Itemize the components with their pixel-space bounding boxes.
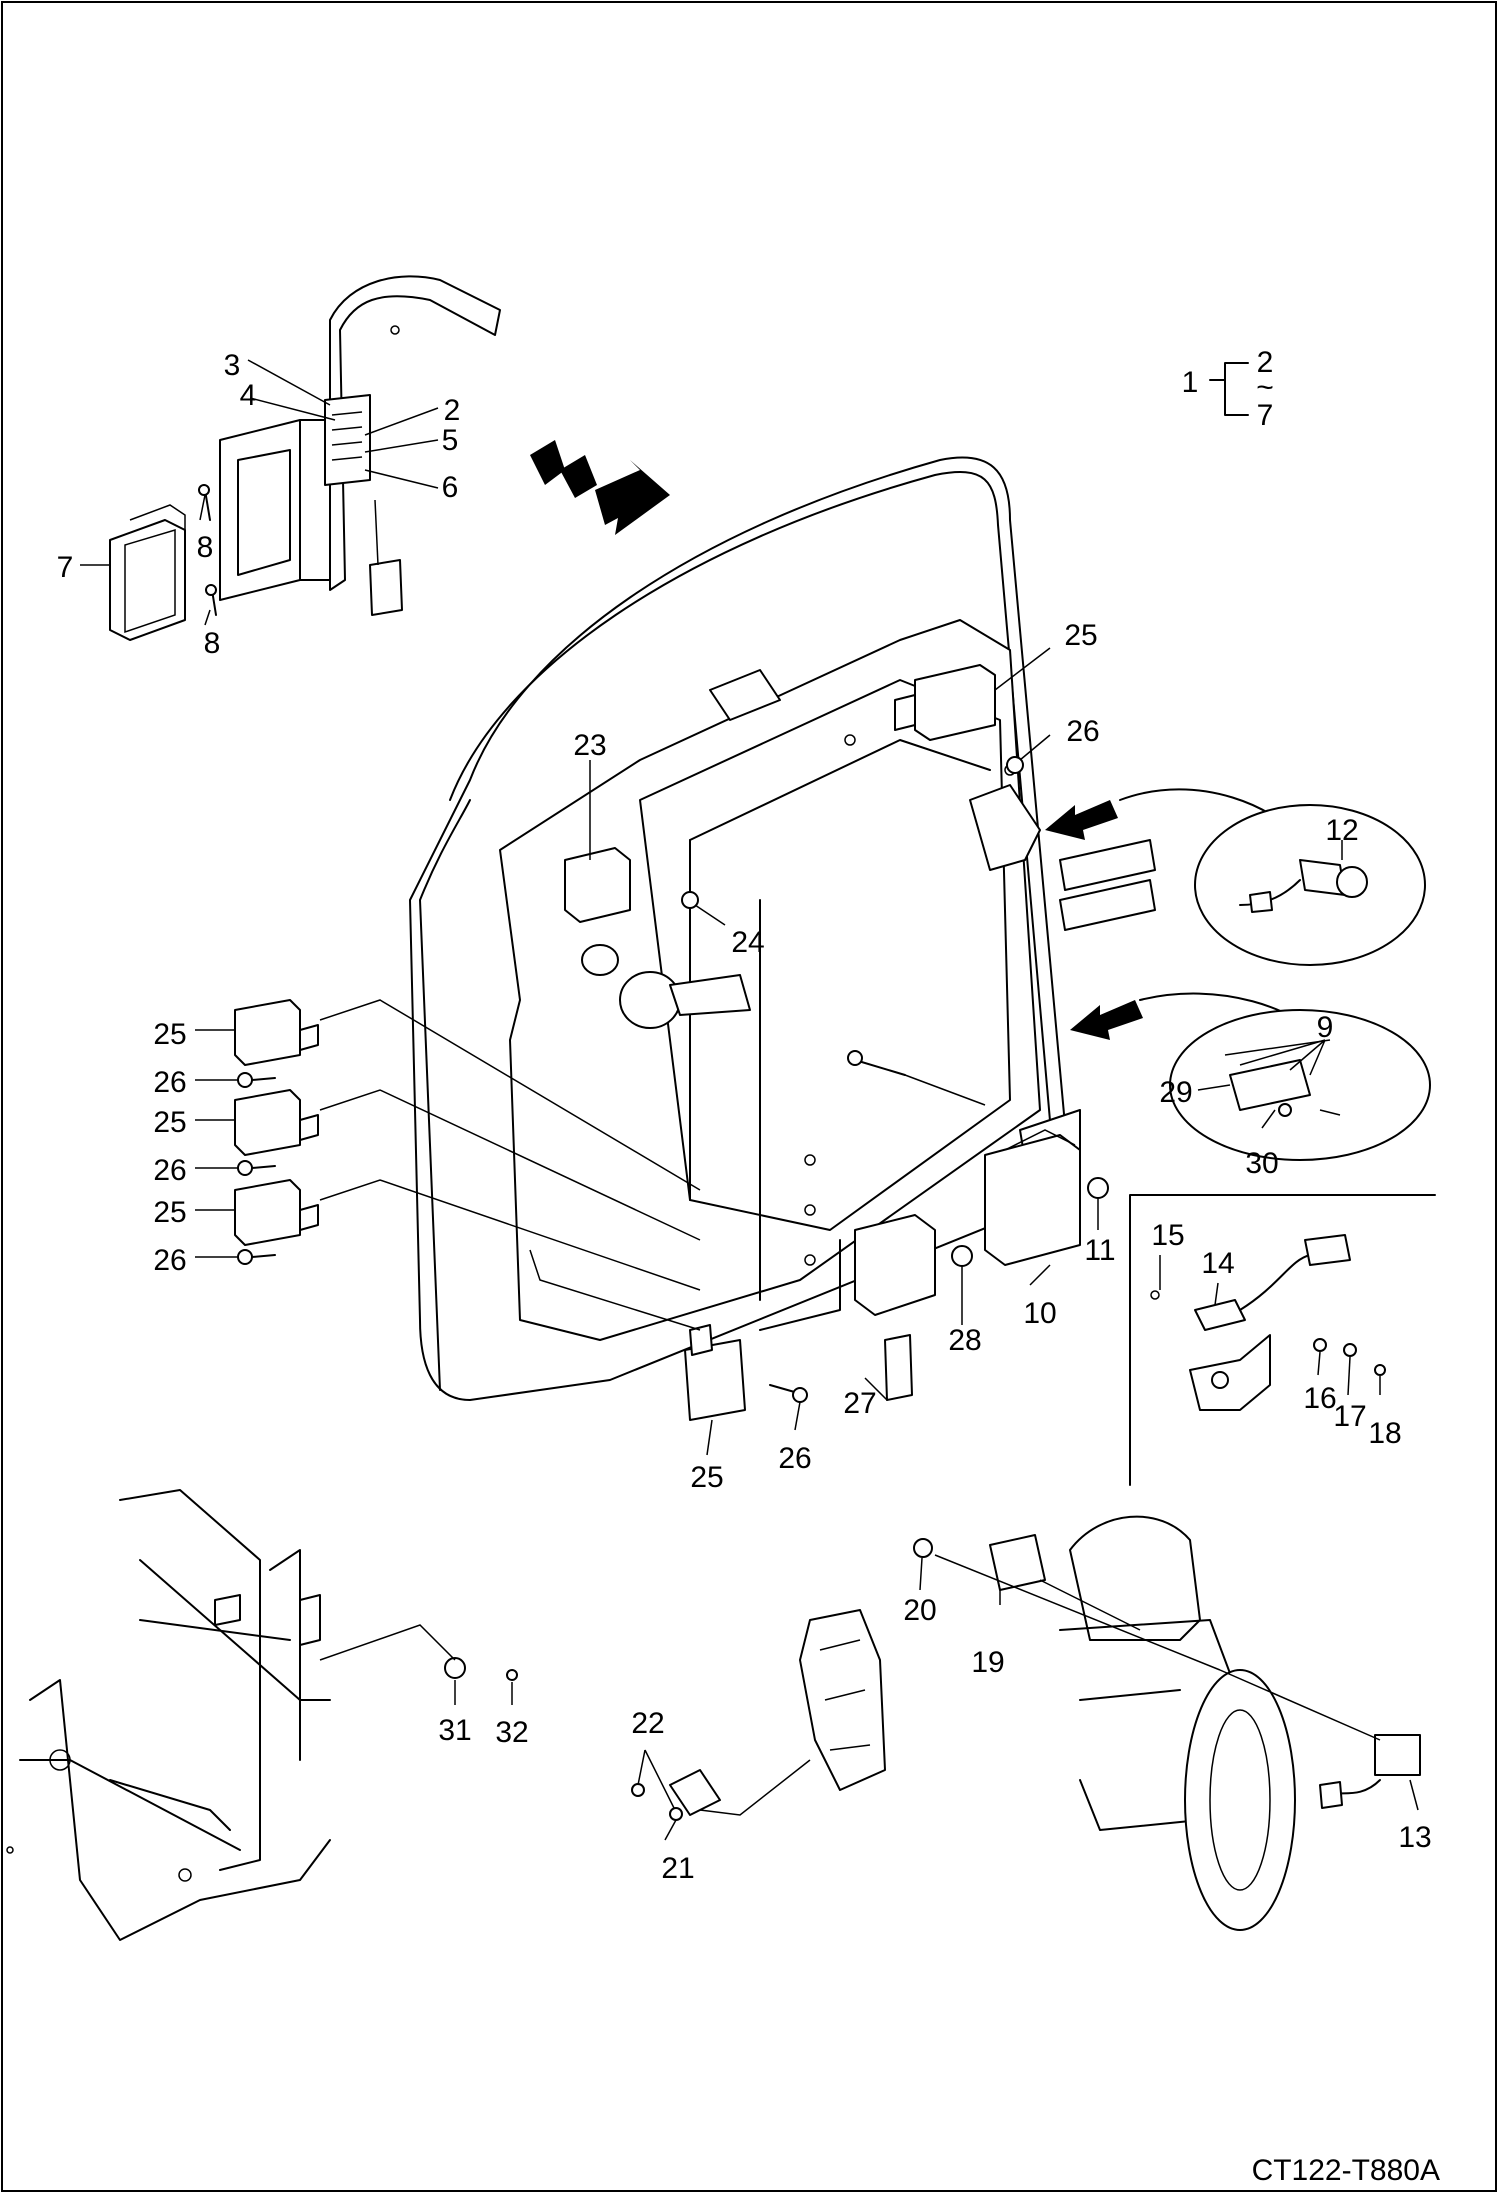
- relay-top-right: [894, 664, 1024, 774]
- callout-7: 7: [57, 551, 74, 584]
- callout-8-upper: 8: [197, 531, 214, 564]
- callout-26-left-1: 26: [153, 1066, 186, 1099]
- callout-20: 20: [903, 1594, 936, 1627]
- callout-13: 13: [1398, 1821, 1431, 1854]
- relay-left-3: [234, 1179, 319, 1265]
- dash-panel-assembly: [390, 325, 1156, 1401]
- callout-25-top: 25: [1064, 619, 1097, 652]
- callout-27: 27: [843, 1387, 876, 1420]
- callout-5: 5: [442, 424, 459, 457]
- inset-switch-14: [1150, 1234, 1386, 1411]
- callout-32: 32: [495, 1716, 528, 1749]
- callout-11: 11: [1084, 1234, 1115, 1267]
- callout-25-left-1: 25: [153, 1018, 186, 1051]
- callout-15: 15: [1151, 1219, 1184, 1252]
- callout-6: 6: [442, 471, 459, 504]
- callout-3: 3: [224, 349, 241, 382]
- unit-27: [854, 1214, 973, 1401]
- callout-14: 14: [1201, 1247, 1234, 1280]
- callout-26-left-2: 26: [153, 1154, 186, 1187]
- fuse-box-assembly: [109, 275, 501, 641]
- inset-separator: [1129, 1194, 1436, 1486]
- callout-24: 24: [731, 926, 764, 959]
- relay-left-2: [234, 1089, 319, 1176]
- callout-16: 16: [1303, 1382, 1336, 1415]
- arrow-to-switch-9: [1070, 1000, 1143, 1040]
- callout-9: 9: [1317, 1011, 1334, 1044]
- callout-18: 18: [1368, 1417, 1401, 1450]
- relay-bottom: [684, 1324, 808, 1421]
- detail-bubble-9: [1139, 992, 1431, 1161]
- callout-31: 31: [438, 1714, 471, 1747]
- engine-sensor-view: [631, 1609, 886, 1821]
- callout-12: 12: [1325, 814, 1358, 847]
- callout-leaders: [80, 359, 1419, 1841]
- unit-10: [984, 1129, 1109, 1266]
- direction-arrow: [530, 440, 670, 535]
- callout-26-top: 26: [1066, 715, 1099, 748]
- drawing-code: CT122-T880A: [1252, 2154, 1440, 2187]
- callout-26-bottom: 26: [778, 1442, 811, 1475]
- relay-23: [564, 847, 699, 923]
- group-note-to: 7: [1257, 399, 1274, 432]
- arrow-to-switch-12: [1045, 800, 1118, 840]
- callout-26-left-3: 26: [153, 1244, 186, 1277]
- callout-22: 22: [631, 1707, 664, 1740]
- callout-2: 2: [444, 394, 461, 427]
- group-note-range-symbol: ~: [1256, 371, 1274, 404]
- detail-bubble-12: [1119, 788, 1426, 966]
- callout-25-bottom: 25: [690, 1461, 723, 1494]
- group-note-parent: 1: [1182, 366, 1199, 399]
- relay-left-1: [234, 999, 319, 1088]
- callout-21: 21: [661, 1852, 694, 1885]
- callout-10: 10: [1023, 1297, 1056, 1330]
- callout-29: 29: [1159, 1076, 1192, 1109]
- callout-30: 30: [1245, 1147, 1278, 1180]
- group-bracket: [1209, 362, 1249, 416]
- callout-23: 23: [573, 729, 606, 762]
- callout-19: 19: [971, 1646, 1004, 1679]
- callout-17: 17: [1333, 1400, 1366, 1433]
- group-note-from: 2: [1257, 346, 1274, 379]
- floor-frame-view: [6, 1489, 518, 1941]
- callout-25-left-3: 25: [153, 1196, 186, 1229]
- callout-25-left-2: 25: [153, 1106, 186, 1139]
- callout-4: 4: [240, 379, 257, 412]
- callout-28: 28: [948, 1324, 981, 1357]
- callout-8-lower: 8: [204, 627, 221, 660]
- tractor-seat-view: [913, 1515, 1421, 1931]
